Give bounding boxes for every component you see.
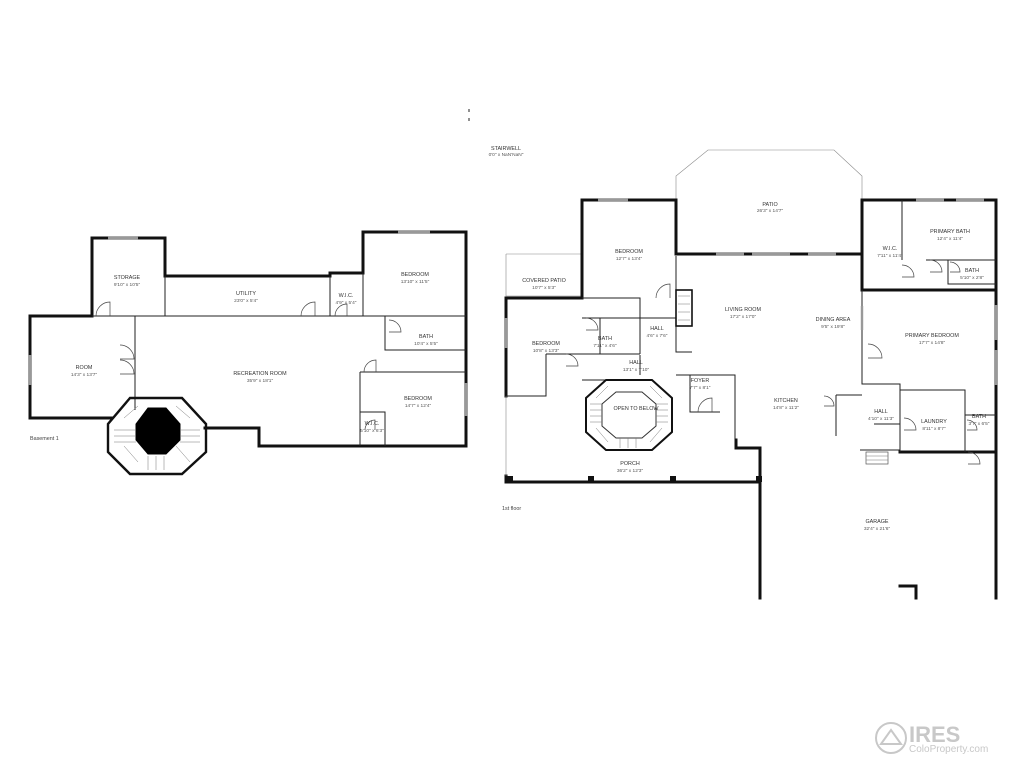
room-dims: 3'7" x 6'5": [969, 421, 990, 427]
room-label: BATH: [598, 336, 612, 342]
room-label: GARAGE: [865, 519, 888, 525]
room-label: PRIMARY BATH: [930, 229, 970, 235]
room-dims: 32'4" x 21'6": [864, 526, 891, 532]
room-dims: 12'7" x 13'4": [616, 256, 643, 262]
room-dims: 4'9" x 5'4": [336, 300, 357, 306]
room-dims: 7'7" x 8'1": [690, 385, 711, 391]
room-dims: 13'1" x 7'10": [623, 367, 650, 373]
room-dims: 10'8" x 13'3": [533, 348, 560, 354]
room-dims: 12'4" x 11'4": [937, 236, 963, 242]
room-label: PRIMARY BEDROOM: [905, 333, 959, 339]
room-label: HALL: [874, 409, 888, 415]
room-label: STAIRWELL: [491, 146, 521, 152]
room-label: HALL: [650, 326, 664, 332]
room-dims: 36'2" x 12'3": [617, 468, 644, 474]
room-dims: 9'5" x 19'8": [821, 324, 845, 330]
room-dims: 14'3" x 13'7": [71, 372, 98, 378]
room-dims: 4'6" x 7'6": [647, 333, 668, 339]
room-dims: 7'11" x 11'4": [877, 253, 903, 259]
room-label: BEDROOM: [532, 341, 560, 347]
room-dims: 23'0" x 5'4": [234, 298, 258, 304]
room-label: UTILITY: [236, 291, 256, 297]
room-dims: 17'2" x 17'0": [730, 314, 757, 320]
first-floor-labels: STAIRWELL 0'0" x NaN'NaN" PATIO 26'3" x …: [489, 146, 990, 532]
room-label: W.I.C.: [365, 421, 380, 427]
room-label: PATIO: [762, 202, 777, 208]
watermark-brand: IRES: [909, 722, 960, 747]
ires-watermark: IRES ColoProperty.com: [875, 722, 988, 755]
room-label: W.I.C.: [883, 246, 898, 252]
room-label: BATH: [419, 334, 433, 340]
room-label: BEDROOM: [401, 272, 429, 278]
room-dims: 0'0" x NaN'NaN": [489, 152, 524, 158]
room-dims: 35'9" x 18'1": [247, 378, 274, 384]
room-label: ROOM: [76, 365, 93, 371]
floor-label: 1st floor: [502, 506, 521, 512]
first-floor-plan: [468, 109, 998, 600]
room-label: RECREATION ROOM: [233, 371, 287, 377]
watermark-url: ColoProperty.com: [909, 744, 988, 755]
room-dims: 4'10" x 11'3": [868, 416, 894, 422]
room-label: FOYER: [691, 378, 710, 384]
room-label: BATH: [965, 268, 979, 274]
room-dims: 5'10" x 2'8": [960, 275, 984, 281]
room-label: COVERED PATIO: [522, 278, 566, 284]
room-dims: 5'10" x 6'3": [360, 428, 384, 434]
room-label: LAUNDRY: [921, 419, 947, 425]
room-label: BEDROOM: [404, 396, 432, 402]
room-label: W.I.C.: [339, 293, 354, 299]
floor-label: Basement 1: [30, 436, 59, 442]
room-dims: 17'7" x 14'8": [919, 340, 946, 346]
room-label: OPEN TO BELOW: [613, 406, 659, 412]
room-label: STORAGE: [114, 275, 141, 281]
basement-plan: [28, 230, 468, 476]
room-dims: 14'7" x 12'4": [405, 403, 432, 409]
room-label: DINING AREA: [816, 317, 851, 323]
room-dims: 9'10" x 10'5": [114, 282, 141, 288]
room-label: HALL: [629, 360, 643, 366]
room-dims: 7'11" x 4'6": [593, 343, 617, 349]
room-dims: 26'3" x 14'7": [757, 208, 784, 214]
room-label: KITCHEN: [774, 398, 798, 404]
basement-labels: STORAGE 9'10" x 10'5" UTILITY 23'0" x 5'…: [30, 272, 438, 442]
room-label: PORCH: [620, 461, 640, 467]
room-label: BEDROOM: [615, 249, 643, 255]
room-dims: 13'10" x 11'5": [401, 279, 430, 285]
room-dims: 8'11" x 8'7": [922, 426, 946, 432]
room-label: LIVING ROOM: [725, 307, 761, 313]
room-dims: 14'8" x 11'2": [773, 405, 799, 411]
room-dims: 10'4" x 5'5": [414, 341, 438, 347]
room-dims: 10'7" x 5'3": [532, 285, 556, 291]
room-label: BATH: [972, 414, 986, 420]
